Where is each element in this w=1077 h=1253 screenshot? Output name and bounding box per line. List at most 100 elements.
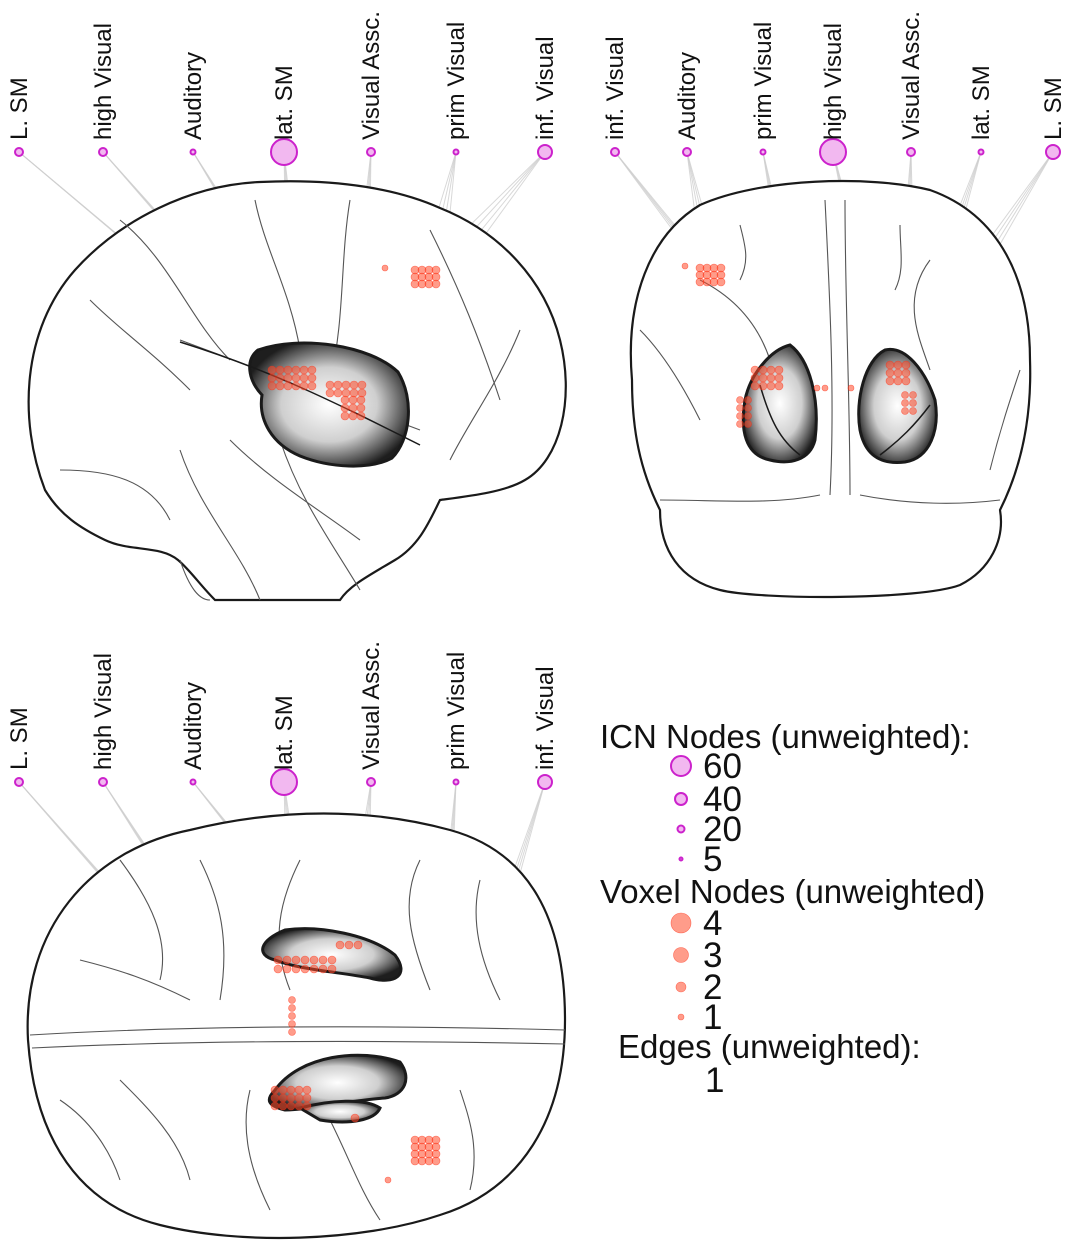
icn-node-high-visual xyxy=(99,778,107,786)
voxel-node xyxy=(902,392,909,399)
axial-icn-nodes xyxy=(15,769,552,795)
voxel-node xyxy=(341,404,349,412)
voxel-node xyxy=(303,1086,311,1094)
voxel-node xyxy=(357,396,365,404)
icn-node-visual-assc xyxy=(367,148,375,156)
voxel-node xyxy=(274,965,282,973)
voxel-node xyxy=(737,397,744,404)
voxel-node xyxy=(287,1102,295,1110)
icn-label-l-sm: L. SM xyxy=(6,707,33,770)
voxel-node xyxy=(308,382,316,390)
voxel-node xyxy=(886,377,894,385)
voxel-node xyxy=(814,385,820,391)
icn-label-high-visual: high Visual xyxy=(820,23,847,140)
voxel-node xyxy=(300,382,308,390)
legend-voxel-marker-3 xyxy=(674,948,689,963)
icn-node-visual-assc xyxy=(367,778,375,786)
voxel-node xyxy=(745,421,752,428)
voxel-node xyxy=(336,941,344,949)
voxel-node xyxy=(894,369,902,377)
voxel-node xyxy=(292,956,300,964)
voxel-node xyxy=(341,396,349,404)
voxel-node xyxy=(759,374,767,382)
voxel-node xyxy=(279,1086,287,1094)
voxel-node xyxy=(284,366,292,374)
voxel-node xyxy=(295,1094,303,1102)
voxel-node xyxy=(848,385,854,391)
voxel-node xyxy=(271,1102,279,1110)
legend: ICN Nodes (unweighted): 60 40 20 5 Voxel… xyxy=(600,718,985,1100)
icn-node-l-sm xyxy=(15,148,23,156)
icn-node-inf-visual xyxy=(611,148,619,156)
legend-voxel-title: Voxel Nodes (unweighted) xyxy=(600,873,985,910)
icn-node-prim-visual xyxy=(454,780,459,785)
voxel-node xyxy=(308,374,316,382)
voxel-node xyxy=(289,1029,296,1036)
voxel-node xyxy=(751,374,759,382)
voxel-node xyxy=(767,374,775,382)
voxel-node xyxy=(767,382,775,390)
voxel-node xyxy=(350,389,358,397)
voxel-node xyxy=(745,405,752,412)
voxel-node xyxy=(268,366,276,374)
voxel-node xyxy=(268,382,276,390)
voxel-node xyxy=(292,374,300,382)
axial-brain-outline xyxy=(28,814,565,1238)
voxel-node xyxy=(345,941,353,949)
voxel-node xyxy=(283,956,291,964)
icn-node-visual-assc xyxy=(907,148,915,156)
voxel-node xyxy=(759,382,767,390)
voxel-node xyxy=(432,280,440,288)
legend-icn-marker-20 xyxy=(678,826,685,833)
voxel-node xyxy=(301,965,309,973)
voxel-node xyxy=(894,377,902,385)
icn-label-high-visual: high Visual xyxy=(90,23,117,140)
legend-voxel-marker-1 xyxy=(678,1014,684,1020)
voxel-node xyxy=(902,369,910,377)
voxel-node xyxy=(283,965,291,973)
voxel-node xyxy=(300,374,308,382)
voxel-node xyxy=(354,941,362,949)
voxel-node xyxy=(432,1157,440,1165)
icn-label-auditory: Auditory xyxy=(180,682,207,770)
voxel-node xyxy=(886,369,894,377)
icn-node-high-visual xyxy=(99,148,107,156)
voxel-node xyxy=(775,374,783,382)
icn-label-high-visual: high Visual xyxy=(90,653,117,770)
voxel-node xyxy=(358,389,366,397)
icn-node-auditory xyxy=(191,150,196,155)
voxel-node xyxy=(902,377,910,385)
voxel-node xyxy=(289,997,296,1004)
voxel-node xyxy=(751,382,759,390)
icn-node-inf-visual xyxy=(538,145,552,159)
voxel-node xyxy=(319,965,327,973)
voxel-node xyxy=(342,389,350,397)
voxel-node xyxy=(300,366,308,374)
axial-labels: L. SMhigh VisualAuditorylat. SMVisual As… xyxy=(6,641,559,770)
voxel-node xyxy=(319,956,327,964)
coronal-brain-outline xyxy=(631,181,1030,597)
voxel-node xyxy=(902,408,909,415)
voxel-node xyxy=(682,263,688,269)
icn-node-l-sm xyxy=(15,778,23,786)
icn-node-lat-sm xyxy=(979,150,984,155)
voxel-node xyxy=(276,374,284,382)
voxel-node xyxy=(328,965,336,973)
icn-label-inf-visual: inf. Visual xyxy=(532,666,559,770)
voxel-node xyxy=(303,1094,311,1102)
icn-node-high-visual xyxy=(820,139,846,165)
voxel-node xyxy=(910,400,917,407)
icn-label-inf-visual: inf. Visual xyxy=(532,36,559,140)
voxel-node xyxy=(822,385,828,391)
voxel-node xyxy=(303,1102,311,1110)
voxel-node xyxy=(334,381,342,389)
voxel-node xyxy=(350,381,358,389)
voxel-node xyxy=(759,366,767,374)
voxel-node xyxy=(358,381,366,389)
icn-label-lat-sm: lat. SM xyxy=(271,65,298,140)
icn-label-auditory: Auditory xyxy=(180,52,207,140)
